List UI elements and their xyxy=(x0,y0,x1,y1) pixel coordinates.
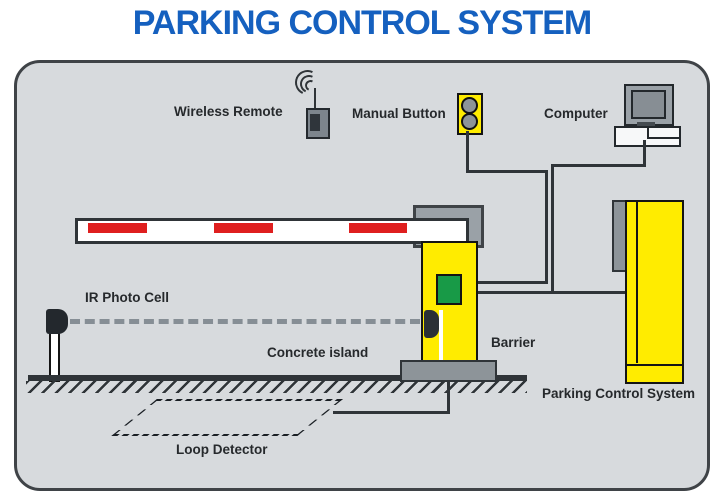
arm-red-stripe-1 xyxy=(88,223,147,233)
wire-loop-vertical xyxy=(447,378,450,414)
pcs-cabinet-body xyxy=(625,200,684,369)
monitor-stand xyxy=(637,122,655,127)
ground-hatching xyxy=(26,381,527,393)
manual-button-bottom-button xyxy=(461,113,478,130)
barrier-label: Barrier xyxy=(491,335,536,350)
wireless-remote-label: Wireless Remote xyxy=(174,104,283,119)
monitor-screen xyxy=(631,90,666,119)
wire-manual-button-vertical xyxy=(545,170,548,284)
remote-antenna xyxy=(314,88,316,108)
wire-manual-button-across xyxy=(466,170,548,173)
manual-button-top-button xyxy=(461,97,478,114)
computer-drive-bay xyxy=(647,126,681,139)
page-title: PARKING CONTROL SYSTEM xyxy=(132,4,592,42)
wire-computer-vertical xyxy=(551,164,554,294)
manual-button-label: Manual Button xyxy=(352,106,446,121)
arm-red-stripe-2 xyxy=(214,223,273,233)
ir-photo-cell-label: IR Photo Cell xyxy=(85,290,169,305)
arm-red-stripe-3 xyxy=(349,223,407,233)
loop-detector-label: Loop Detector xyxy=(176,442,268,457)
computer-label: Computer xyxy=(544,106,608,121)
remote-keypad xyxy=(310,114,320,131)
diagram-panel xyxy=(14,60,710,491)
wire-manual-button-to-barrier xyxy=(474,281,548,284)
concrete-island-label: Concrete island xyxy=(267,345,369,360)
wire-computer-across xyxy=(551,164,646,167)
cabinet-green-display xyxy=(436,274,462,305)
pcs-door-line xyxy=(636,202,638,363)
cabinet-white-pole xyxy=(439,310,443,361)
ir-beam-dashed-line xyxy=(70,319,420,324)
ground-line xyxy=(28,375,527,381)
wire-manual-button-down xyxy=(466,131,469,173)
photo-cell-head xyxy=(46,309,68,334)
pcs-pedestal xyxy=(625,364,684,384)
cabinet-photocell-receiver xyxy=(424,310,439,338)
concrete-island-icon xyxy=(400,360,497,382)
wire-barrier-to-pcs xyxy=(474,291,626,294)
wire-loop-horizontal xyxy=(333,411,450,414)
wire-computer-down xyxy=(643,140,646,167)
parking-control-system-label: Parking Control System xyxy=(542,386,696,401)
